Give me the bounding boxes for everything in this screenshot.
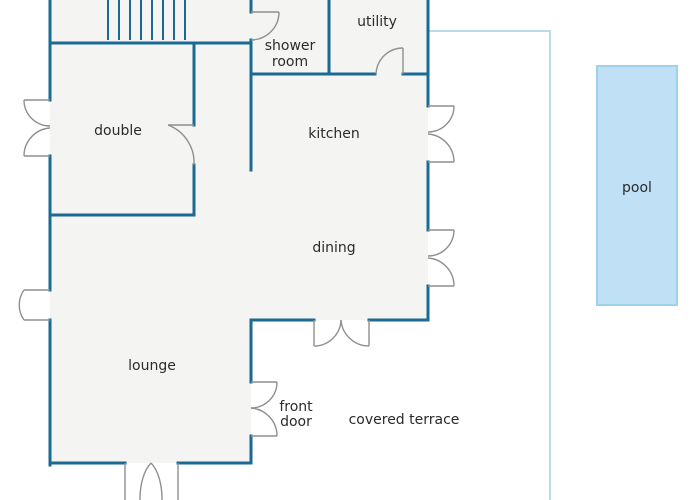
room-label-shower-room-line2: room	[272, 54, 308, 70]
pool	[596, 65, 678, 306]
label-pool: pool	[622, 180, 652, 196]
doors	[18, 11, 455, 500]
covered-terrace-outline	[428, 30, 551, 500]
room-label-dining: dining	[312, 240, 355, 256]
walls	[48, 0, 430, 467]
interior-floor	[50, 0, 428, 463]
staircase	[107, 0, 186, 40]
label-front-door-line1: front	[279, 399, 313, 415]
room-label-lounge: lounge	[128, 358, 176, 374]
room-label-shower-room-line1: shower	[265, 38, 316, 54]
label-covered-terrace: covered terrace	[349, 412, 460, 428]
room-label-double: double	[94, 123, 142, 139]
room-label-kitchen: kitchen	[308, 126, 360, 142]
room-label-utility: utility	[357, 14, 397, 30]
label-front-door-line2: door	[280, 414, 312, 430]
